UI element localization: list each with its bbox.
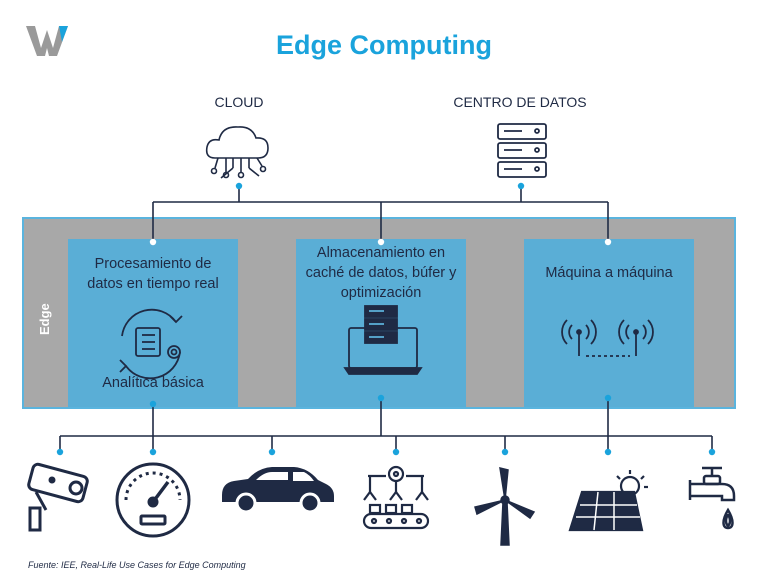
- logo-mark-icon: [26, 26, 68, 56]
- speedometer-icon: [115, 462, 191, 538]
- datacenter-label: CENTRO DE DATOS: [453, 94, 587, 110]
- blue-dots: [56, 182, 716, 456]
- server-laptop-icon: [343, 305, 423, 375]
- m2m-box: Máquina a máquina: [524, 239, 694, 407]
- storage-box-title: Almacenamiento en caché de datos, búfer …: [305, 245, 457, 301]
- wind-turbine-icon: [474, 466, 536, 546]
- solar-panel-icon: [568, 470, 648, 532]
- cloud-label: CLOUD: [214, 94, 264, 110]
- connector-dots: [149, 238, 612, 246]
- robotic-factory-icon: [362, 465, 430, 530]
- water-tap-icon: [688, 466, 736, 530]
- m2m-box-title: Máquina a máquina: [545, 265, 673, 281]
- page-title: Edge Computing: [276, 30, 492, 60]
- connector-lines: [59, 186, 713, 452]
- processing-box-title: Procesamiento de datos en tiempo real: [87, 256, 219, 292]
- brand-logo: [26, 24, 72, 58]
- source-note: Fuente: IEE, Real-Life Use Cases for Edg…: [28, 560, 246, 570]
- processing-box-subtitle: Analítica básica: [102, 375, 204, 391]
- m2m-antennas-icon: [561, 319, 654, 357]
- cloud-icon: [205, 126, 269, 179]
- gear-processing-icon: [119, 308, 183, 380]
- security-camera-icon: [27, 462, 89, 532]
- server-rack-icon: [497, 123, 547, 178]
- car-icon: [222, 467, 334, 514]
